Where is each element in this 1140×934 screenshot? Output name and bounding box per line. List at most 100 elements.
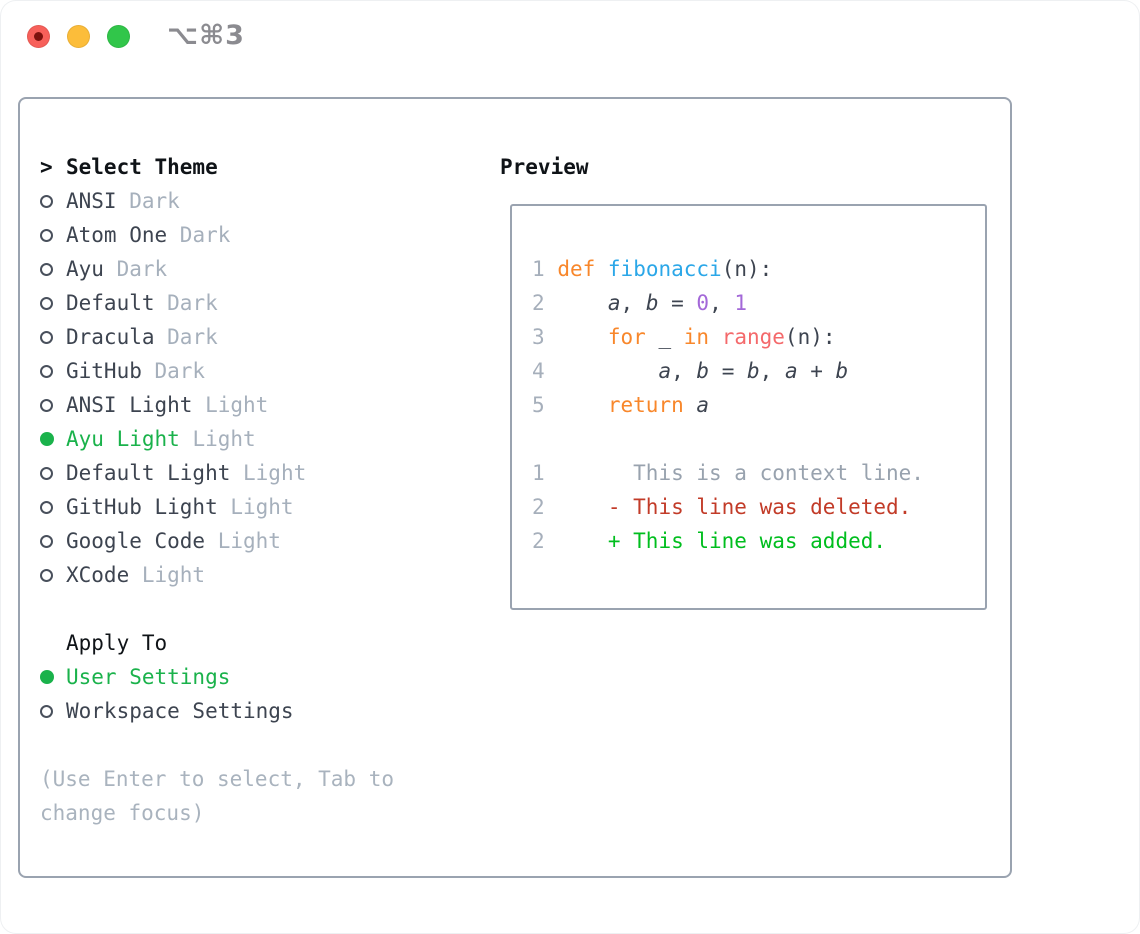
line-number: 3 [532,325,545,349]
radio-cell [40,432,66,446]
code-segment-tx [684,393,697,417]
preview-line: 2 a, b = 0, 1 [532,286,985,320]
theme-option-ansi-dark[interactable]: ANSI Dark [40,184,480,218]
apply-option-workspace-settings[interactable]: Workspace Settings [40,694,480,728]
apply-option-user-settings[interactable]: User Settings [40,660,480,694]
zoom-button-icon[interactable] [107,25,130,48]
code-segment-var: b [696,359,710,383]
preview-line: 1 This is a context line. [532,456,985,490]
code-segment-ctx: This is a context line. [544,461,924,485]
line-number [532,427,545,451]
theme-variant-tag: Dark [116,189,180,213]
code-segment-tx: _ [645,325,684,349]
code-segment-tx: = [709,359,747,383]
code-segment-tx: , [709,291,735,315]
radio-cell [40,398,66,412]
theme-option-dracula-dark[interactable]: Dracula Dark [40,320,480,354]
line-number: 2 [532,529,545,553]
theme-name: Default Light [66,461,231,485]
theme-variant-tag: Light [217,495,294,519]
radio-unselected-icon [40,534,53,548]
theme-name: Ayu Light [66,427,180,451]
radio-cell [40,500,66,514]
radio-selected-icon [40,670,54,684]
code-segment-tx: , [671,359,697,383]
theme-variant-tag: Dark [154,325,218,349]
radio-unselected-icon [40,296,53,310]
prompt-cell: > [40,155,66,179]
code-segment-var: b [747,359,760,383]
apply-option-label: Workspace Settings [66,699,294,723]
theme-option-ayu-light-light[interactable]: Ayu Light Light [40,422,480,456]
code-segment-kw: in [683,325,710,349]
line-number: 2 [532,291,545,315]
hint-line: (Use Enter to select, Tab to [40,767,395,791]
theme-name: GitHub Light [66,495,218,519]
radio-unselected-icon [40,262,53,276]
close-button-icon[interactable] [27,25,50,48]
code-segment-kw: def [557,257,596,281]
theme-option-github-dark[interactable]: GitHub Dark [40,354,480,388]
code-segment-call: range [721,325,785,349]
radio-unselected-icon [40,330,53,344]
code-segment-var: a [607,291,621,315]
code-segment-tx [545,393,608,417]
titlebar [27,25,130,48]
preview-line: 4 a, b = b, a + b [532,354,985,388]
theme-variant-tag: Light [129,563,206,587]
radio-unselected-icon [40,466,53,480]
line-number: 1 [532,461,545,485]
theme-list-header-row: > Select Theme [40,150,480,184]
hint-text: (Use Enter to select, Tab to change focus… [40,762,480,830]
theme-name: ANSI [66,189,117,213]
theme-option-default-dark[interactable]: Default Dark [40,286,480,320]
radio-unselected-icon [40,228,53,242]
theme-name: Atom One [66,223,168,247]
theme-name: Default [66,291,155,315]
apply-to-header: Apply To [66,631,168,655]
minimize-button-icon[interactable] [67,25,90,48]
theme-option-xcode-light[interactable]: XCode Light [40,558,480,592]
radio-cell [40,704,66,718]
code-segment-var: b [835,359,849,383]
line-number: 2 [532,495,545,519]
code-segment-add: + This line was added. [544,529,887,553]
radio-unselected-icon [40,398,53,412]
theme-name: ANSI Light [66,393,193,417]
theme-name: Dracula [66,325,155,349]
theme-name: XCode [66,563,130,587]
hint-line: change focus) [40,801,205,825]
theme-name: Ayu [66,257,104,281]
spacer [40,728,480,762]
radio-cell [40,330,66,344]
radio-unselected-icon [40,500,53,514]
line-number: 5 [532,393,545,417]
theme-option-ayu-dark[interactable]: Ayu Dark [40,252,480,286]
preview-line: 1 def fibonacci(n): [532,252,985,286]
code-segment-kw: for [607,325,646,349]
radio-selected-icon [40,432,54,446]
line-number: 4 [532,359,545,383]
theme-option-atom-one-dark[interactable]: Atom One Dark [40,218,480,252]
theme-name: Google Code [66,529,206,553]
theme-option-github-light-light[interactable]: GitHub Light Light [40,490,480,524]
radio-cell [40,262,66,276]
code-segment-tx: + [797,359,836,383]
radio-cell [40,228,66,242]
code-segment-tx [545,325,608,349]
theme-option-ansi-light-light[interactable]: ANSI Light Light [40,388,480,422]
radio-cell [40,296,66,310]
apply-option-label: User Settings [66,665,231,689]
theme-option-google-code-light[interactable]: Google Code Light [40,524,480,558]
code-segment-var: a [658,359,672,383]
code-segment-tx [709,325,722,349]
radio-unselected-icon [40,704,53,718]
theme-variant-tag: Dark [141,359,206,383]
theme-variant-tag: Dark [167,223,231,247]
apply-to-header-row: Apply To [40,626,480,660]
radio-cell [40,364,66,378]
theme-variant-tag: Light [192,393,269,417]
theme-option-default-light-light[interactable]: Default Light Light [40,456,480,490]
